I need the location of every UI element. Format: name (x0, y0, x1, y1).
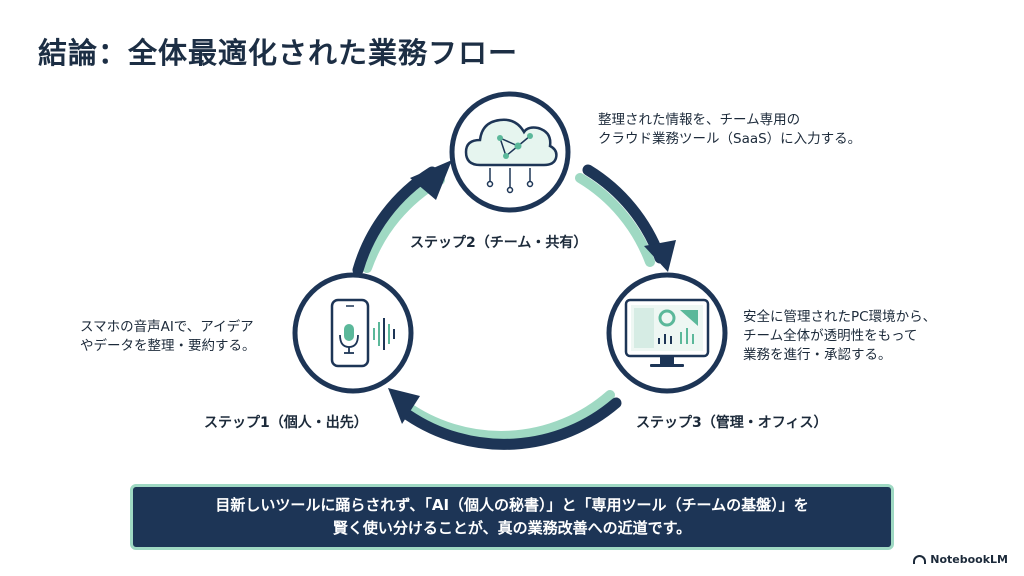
step2-node (449, 91, 571, 213)
step3-description: 安全に管理されたPC環境から、 チーム全体が透明性をもって 業務を進行・承認する… (743, 309, 937, 363)
page-title: 結論：全体最適化された業務フロー (38, 36, 519, 70)
step1-node (292, 272, 414, 394)
cycle-arc-3-to-1 (388, 388, 622, 450)
conclusion-callout: 目新しいツールに踊らされず、「AI（個人の秘書）」と「専用ツール（チームの基盤）… (130, 484, 894, 550)
cycle-arc-2-to-3 (575, 164, 676, 272)
callout-line-2: 賢く使い分けることが、真の業務改善への近道です。 (332, 519, 692, 537)
step2-label: ステップ2（チーム・共有） (410, 235, 588, 251)
notebooklm-logo-icon (913, 555, 927, 564)
monitor-dashboard-icon (624, 298, 710, 367)
step3-label: ステップ3（管理・オフィス） (636, 415, 828, 431)
cycle-arc-1-to-2 (352, 160, 452, 276)
callout-line-1: 目新しいツールに踊らされず、「AI（個人の秘書）」と「専用ツール（チームの基盤）… (215, 496, 809, 514)
smartphone-voice-icon (330, 298, 395, 368)
step1-description: スマホの音声AIで、アイデア やデータを整理・要約する。 (80, 319, 256, 354)
step1-label: ステップ1（個人・出先） (204, 415, 368, 431)
step2-description: 整理された情報を、チーム専用の クラウド業務ツール（SaaS）に入力する。 (598, 112, 862, 147)
cloud-network-icon (464, 118, 558, 194)
notebooklm-logo: NotebookLM (913, 553, 1008, 566)
logo-text: NotebookLM (930, 553, 1008, 566)
step3-node (606, 272, 728, 394)
